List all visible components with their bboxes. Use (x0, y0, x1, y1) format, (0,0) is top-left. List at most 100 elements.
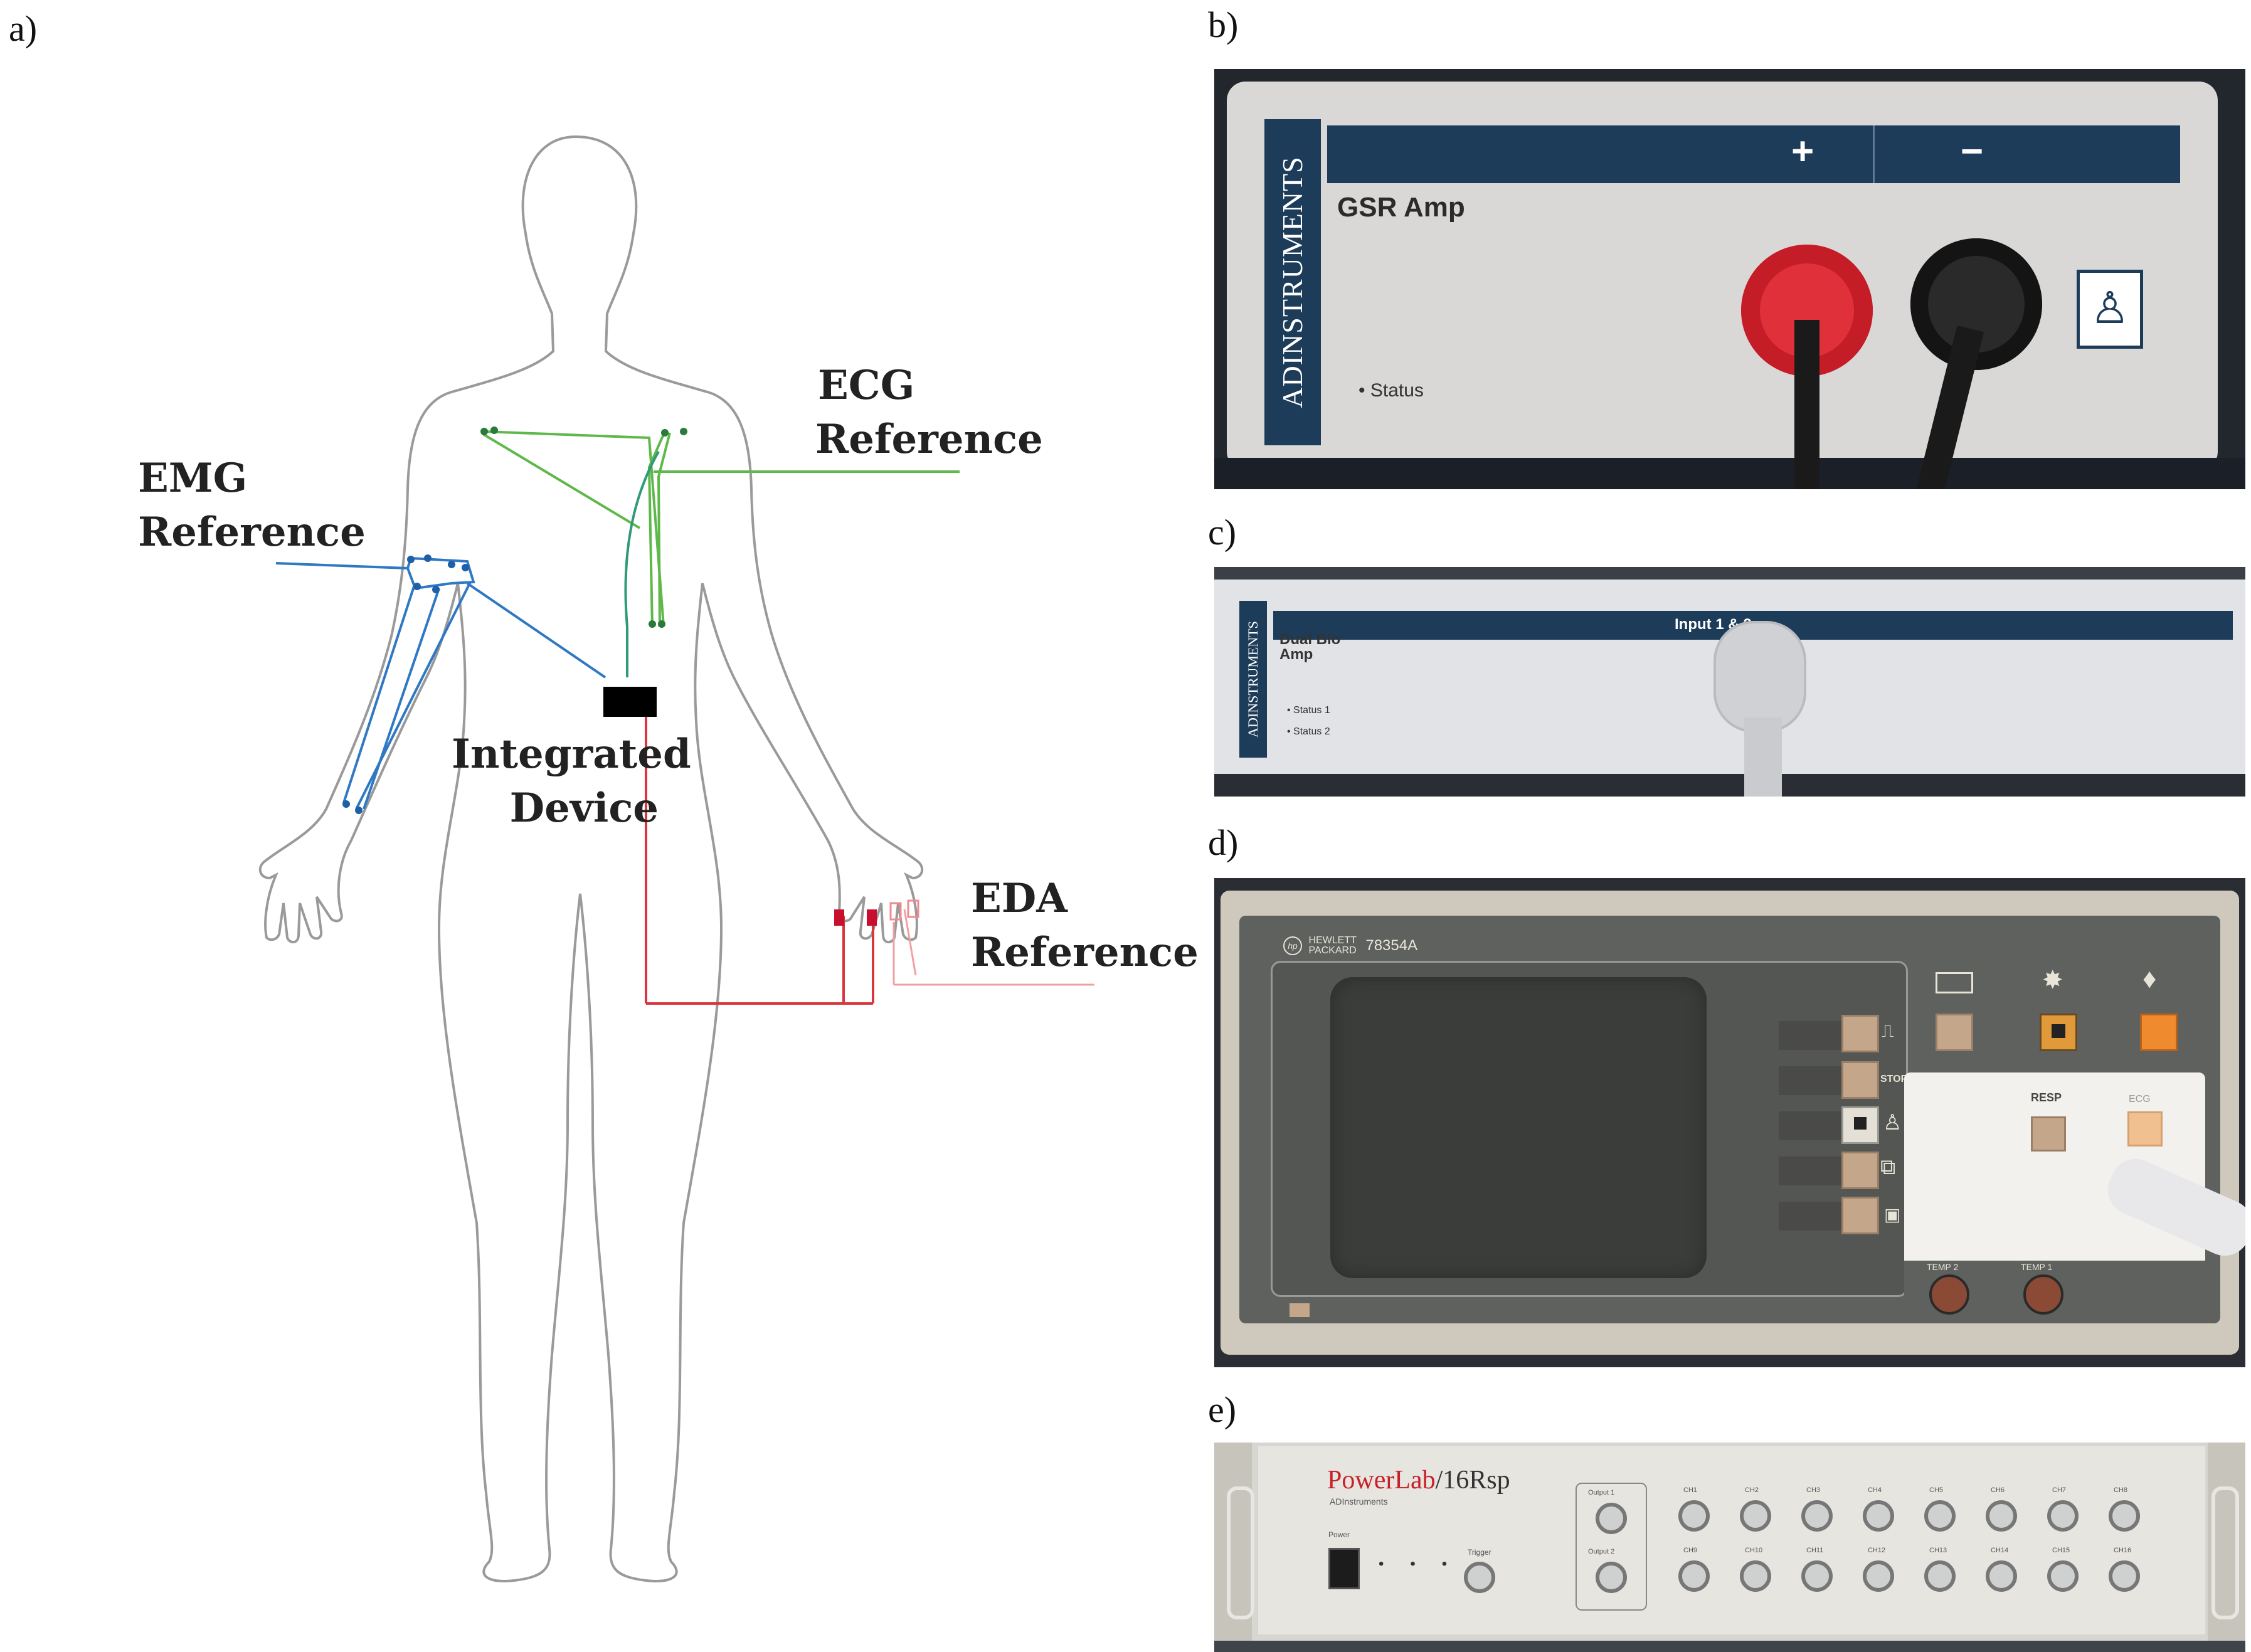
powerlab-brand: PowerLab/16Rsp (1327, 1465, 1510, 1495)
ecg-button[interactable] (2127, 1111, 2163, 1146)
alarm-silence-button[interactable] (2040, 1014, 2077, 1051)
adinstruments-logo-c: ADINSTRUMENTS (1239, 601, 1267, 758)
integrated-device-box (603, 687, 657, 717)
powerlab-name: PowerLab (1327, 1466, 1436, 1495)
channel-bnc[interactable] (1801, 1560, 1833, 1592)
temp2-label: TEMP 2 (1927, 1262, 1959, 1272)
crt-screen (1330, 977, 1707, 1278)
dualbio-status2: • Status 2 (1287, 726, 1330, 737)
softkey-4[interactable] (1779, 1157, 1848, 1185)
channel-bnc[interactable] (1678, 1560, 1710, 1592)
channel-bnc[interactable] (1740, 1560, 1771, 1592)
channel-label: CH4 (1868, 1486, 1882, 1494)
channel-label: CH3 (1806, 1486, 1821, 1494)
window-button[interactable] (1841, 1152, 1879, 1189)
device-label: Integrated Device (452, 728, 691, 835)
power-switch[interactable] (1290, 1303, 1310, 1317)
hp-brand-line2: PACKARD (1308, 945, 1357, 956)
channel-bnc[interactable] (1986, 1560, 2017, 1592)
channel-bnc[interactable] (1678, 1500, 1710, 1532)
channel-label: CH5 (1929, 1486, 1944, 1494)
emg-label-line1: EMG (138, 455, 248, 502)
eda-wires (645, 717, 874, 1005)
powerlab-photo: PowerLab/16Rsp ADInstruments Power ••• T… (1214, 1443, 2245, 1652)
resp-button[interactable] (2031, 1116, 2066, 1152)
trigger-bnc[interactable] (1464, 1562, 1495, 1593)
channel-bnc[interactable] (1924, 1500, 1956, 1532)
wave-button[interactable] (1841, 1015, 1879, 1052)
channel-bnc[interactable] (1863, 1560, 1894, 1592)
channel-label: CH10 (1745, 1547, 1763, 1554)
power-button[interactable] (1328, 1548, 1360, 1589)
body-diagram: ECG Reference EMG Reference EDA Referenc… (138, 135, 1199, 1582)
input-connector (1716, 623, 1804, 730)
emg-label-line2: Reference (138, 509, 366, 556)
dualbio-status2-text: Status 2 (1293, 726, 1330, 737)
alarm-button[interactable] (2140, 1014, 2178, 1051)
softkey-2[interactable] (1779, 1066, 1848, 1095)
resp-label: RESP (2031, 1091, 2062, 1104)
temp1-label: TEMP 1 (2021, 1262, 2053, 1272)
softkey-1[interactable] (1779, 1021, 1848, 1050)
dualbio-name: Dual Bio Amp (1279, 632, 1340, 662)
stop-label: STOP (1880, 1074, 1908, 1084)
softkey-3[interactable] (1779, 1111, 1848, 1140)
dualbio-name-line2: Amp (1279, 646, 1313, 663)
output1-bnc[interactable] (1596, 1503, 1627, 1534)
device-label-line2: Device (509, 785, 659, 832)
softkey-5[interactable] (1779, 1202, 1848, 1231)
channel-bnc[interactable] (1924, 1560, 1956, 1592)
minus-label: − (1961, 130, 1984, 173)
panel-label-c: c) (1208, 512, 1237, 553)
panel-label-a: a) (9, 8, 38, 49)
channel-label: CH12 (1868, 1547, 1886, 1554)
channel-label: CH7 (2052, 1486, 2067, 1494)
eda-label: EDA Reference (971, 872, 1199, 980)
output2-bnc[interactable] (1596, 1562, 1627, 1593)
hp-monitor-photo: hp HEWLETT PACKARD 78354A ⎍ STOP ♙ ⧉ ▣ ✸… (1214, 878, 2245, 1367)
alarm-icon: ✸ (2042, 966, 2063, 994)
channel-bnc[interactable] (2047, 1560, 2079, 1592)
ecg-label-line2: Reference (815, 416, 1043, 463)
channel-label: CH11 (1806, 1547, 1824, 1554)
power-label: Power (1328, 1530, 1350, 1539)
channel-bnc[interactable] (2047, 1500, 2079, 1532)
status-dots: ••• (1379, 1555, 1474, 1572)
output1-label: Output 1 (1588, 1489, 1615, 1496)
windows-icon: ⧉ (1880, 1155, 1896, 1179)
output-group (1576, 1483, 1647, 1611)
gsr-amp-photo: ADINSTRUMENTS + − GSR Amp • Status ♙ (1214, 69, 2245, 489)
dualbio-status1-text: Status 1 (1293, 705, 1330, 716)
stop-button[interactable] (1841, 1061, 1879, 1099)
person-icon: ♙ (1883, 1111, 1902, 1135)
patient-button[interactable] (1841, 1106, 1879, 1144)
printer-icon: ▣ (1884, 1205, 1901, 1224)
gsr-status-text: Status (1370, 380, 1424, 401)
channel-bnc[interactable] (1740, 1500, 1771, 1532)
channel-bnc[interactable] (1801, 1500, 1833, 1532)
eda-label-line2: Reference (971, 929, 1199, 976)
status-led-icon: • (1359, 380, 1365, 401)
dual-bio-amp-photo: ADINSTRUMENTS Input 1 & 2 Dual Bio Amp •… (1214, 567, 2245, 797)
output2-label: Output 2 (1588, 1548, 1615, 1555)
channel-bnc[interactable] (2109, 1560, 2140, 1592)
display-button[interactable] (1936, 1014, 1973, 1051)
bell-icon: ♦ (2142, 963, 2157, 994)
wave-icon: ⎍ (1882, 1021, 1894, 1040)
channel-label: CH8 (2114, 1486, 2128, 1494)
ecg-label: ECG Reference (815, 359, 1043, 467)
emg-label: EMG Reference (138, 452, 366, 559)
gsr-brand: ADINSTRUMENTS (1276, 156, 1308, 408)
ecg-label-line1: ECG (818, 362, 915, 409)
channel-bnc[interactable] (1863, 1500, 1894, 1532)
channel-label: CH6 (1991, 1486, 2005, 1494)
dualbio-name-line1: Dual Bio (1279, 631, 1341, 648)
channel-bnc[interactable] (1986, 1500, 2017, 1532)
record-button[interactable] (1841, 1197, 1879, 1234)
gsr-header-bar: + − (1327, 125, 2180, 183)
device-label-line1: Integrated (452, 731, 691, 778)
channel-bnc[interactable] (2109, 1500, 2140, 1532)
trigger-label: Trigger (1468, 1548, 1491, 1557)
temp1-socket (2023, 1274, 2063, 1315)
